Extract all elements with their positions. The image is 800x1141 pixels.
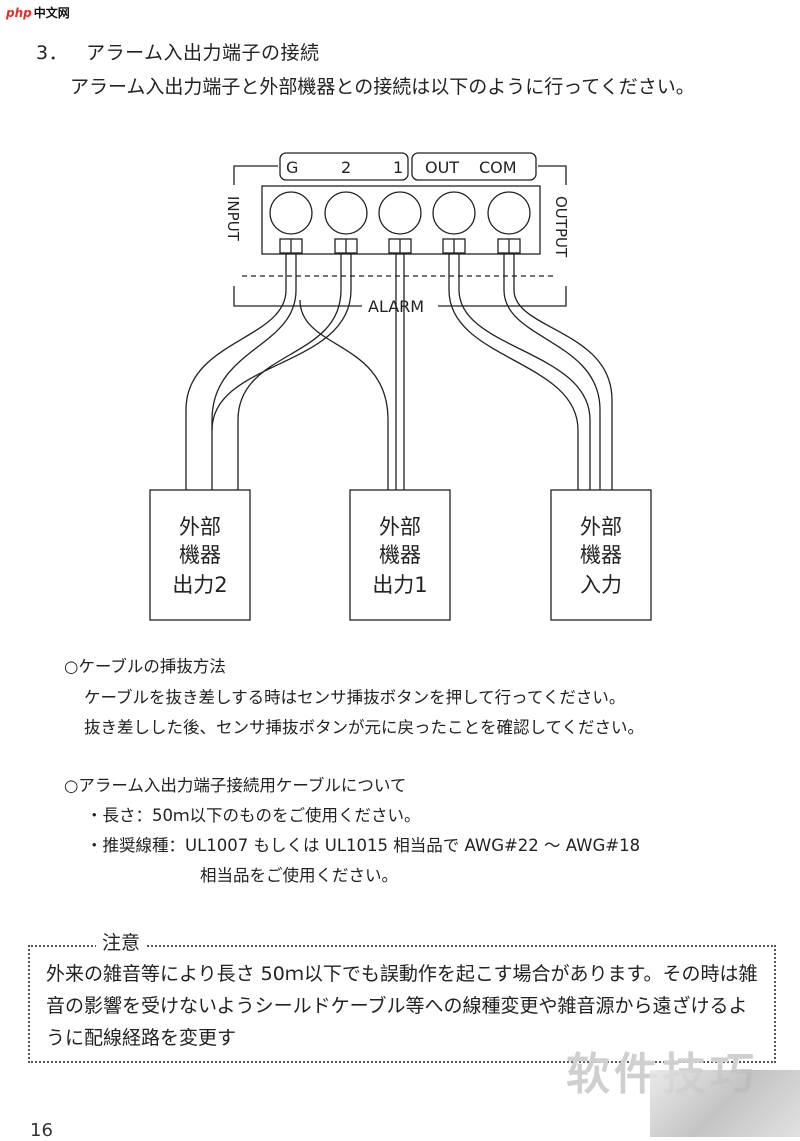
notes-line-1: ケーブルを抜き差しする時はセンサ挿抜ボタンを押して行ってください。 [84, 688, 626, 707]
label-output-side: OUTPUT [552, 196, 570, 258]
device-box-output2 [149, 489, 251, 621]
caution-text: 外来の雑音等により長さ 50ｍ以下でも誤動作を起こす場合があります。その時は雑音… [46, 963, 758, 1049]
watermark-blur [650, 1070, 800, 1137]
section-title: アラーム入出力端子の接続 [86, 42, 320, 64]
notes-title: ○ケーブルの挿抜方法 [64, 657, 226, 676]
box2-line1: 外部 [379, 515, 421, 539]
box3-line3: 入力 [580, 573, 622, 597]
wire-2 [237, 254, 342, 490]
box1-line3: 出力2 [172, 573, 227, 597]
notes-line-2: 抜き差しした後、センサ挿抜ボタンが元に戻ったことを確認してください。 [84, 718, 645, 737]
wire-g [185, 254, 287, 490]
terminal-out [432, 191, 476, 235]
label-g: G [286, 158, 298, 177]
label-1: 1 [393, 158, 403, 177]
input-label-frame [279, 152, 409, 181]
alarm-bracket [233, 286, 362, 307]
page-number: 16 [30, 1120, 53, 1141]
site-logo: php 中文网 [6, 4, 70, 21]
terminal-g [269, 191, 313, 235]
terminal-1 [378, 191, 422, 235]
terminal-com [487, 191, 531, 235]
label-2: 2 [341, 158, 351, 177]
device-box-output1 [349, 489, 451, 621]
wire-com [503, 254, 601, 490]
intro-paragraph: アラーム入出力端子と外部機器との接続は以下のように行ってください。 [70, 76, 695, 98]
box1-line1: 外部 [179, 515, 221, 539]
cable-length: ・長さ：50ｍ以下のものをご使用ください。 [86, 806, 421, 825]
caution-title: 注意 [96, 928, 147, 955]
logo-mark: php [6, 5, 32, 20]
label-out: OUT [425, 158, 459, 177]
label-com: COM [479, 158, 517, 177]
cable-type: ・推奨線種：UL1007 もしくは UL1015 相当品で AWG#22 ～ A… [86, 836, 641, 855]
section-heading: 3． アラーム入出力端子の接続 [36, 38, 320, 65]
box3-line1: 外部 [580, 515, 622, 539]
input-bracket-top [233, 165, 278, 185]
terminal-2 [324, 191, 368, 235]
box3-line2: 機器 [580, 543, 622, 567]
section-number: 3． [36, 42, 69, 64]
terminal-block [261, 185, 541, 255]
box2-line3: 出力1 [372, 573, 427, 597]
logo-text: 中文网 [33, 6, 70, 20]
label-input-side: INPUT [224, 196, 242, 242]
wiring-diagram: G 2 1 OUT COM INPUT OUTPUT ALARM 外部 機器 出… [149, 152, 652, 621]
box1-line2: 機器 [179, 543, 221, 567]
label-alarm: ALARM [368, 297, 424, 316]
output-bracket-top [538, 165, 567, 185]
cable-title: ○アラーム入出力端子接続用ケーブルについて [64, 776, 407, 795]
device-box-input [550, 489, 652, 621]
alarm-bracket-right [438, 286, 567, 307]
box2-line2: 機器 [379, 543, 421, 567]
cable-type-cont: 相当品をご使用ください。 [200, 866, 398, 885]
caution-box [28, 945, 776, 1063]
output-label-frame [411, 152, 537, 181]
wire-out [448, 254, 579, 490]
